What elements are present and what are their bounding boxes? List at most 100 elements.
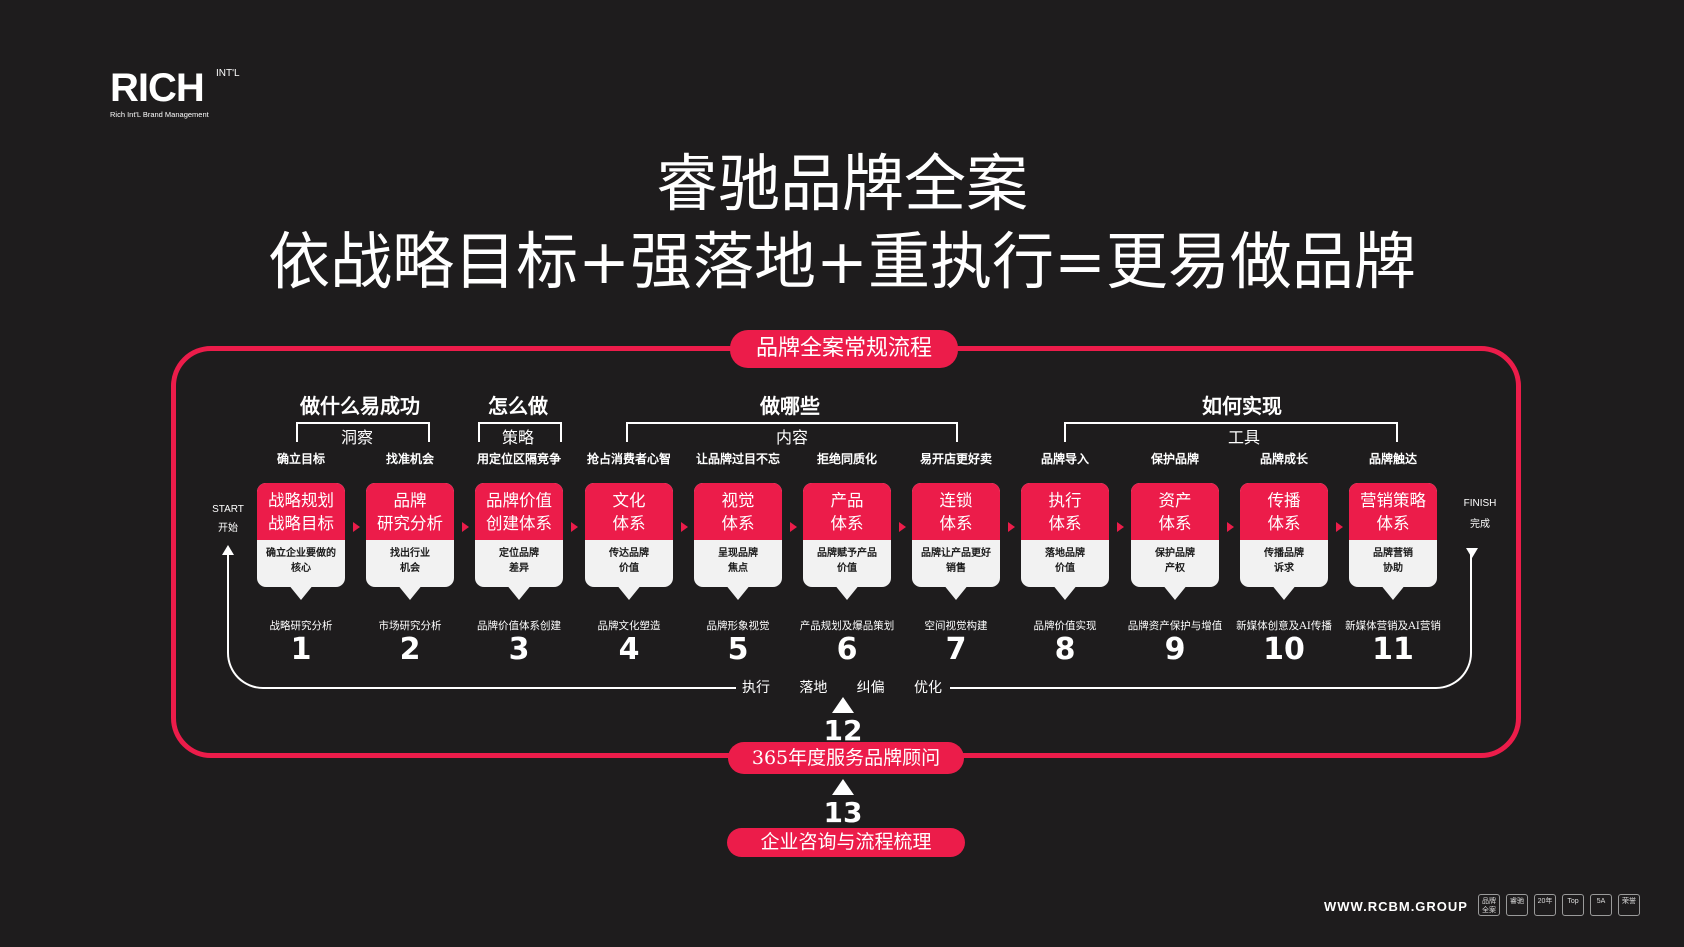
badge-top-icon: Top <box>1562 894 1584 916</box>
step-number: 4 <box>618 632 640 667</box>
step-card: 产品体系品牌赋予产品价值 <box>803 483 891 587</box>
step-desc-line-1: 定位品牌 <box>499 548 539 559</box>
step-title-line-2: 体系 <box>1048 514 1082 533</box>
step-title-line-1: 连锁 <box>939 491 973 510</box>
step-desc-line-1: 确立企业要做的 <box>266 548 336 559</box>
step-bottom-label: 产品规划及爆品策划 <box>799 620 895 632</box>
step-desc-line-2: 价值 <box>837 563 857 574</box>
loop-gap <box>736 680 950 700</box>
step-card-pointer <box>1052 584 1078 600</box>
step-number: 10 <box>1263 632 1305 667</box>
step-desc-line-2: 诉求 <box>1274 563 1294 574</box>
step-desc-line-1: 品牌营销 <box>1373 548 1413 559</box>
step-card-desc: 品牌赋予产品价值 <box>803 540 891 576</box>
step-card-desc: 传播品牌诉求 <box>1240 540 1328 576</box>
step-title-line-2: 体系 <box>721 514 755 533</box>
step-number: 8 <box>1054 632 1076 667</box>
badge-rich-icon: 睿驰 <box>1506 894 1528 916</box>
step-title-line-2: 体系 <box>1158 514 1192 533</box>
step-card-title: 资产体系 <box>1131 483 1219 540</box>
step-card-pointer <box>397 584 423 600</box>
step-arrow-icon <box>353 522 360 532</box>
category-title-1: 做什么易成功 <box>300 394 420 418</box>
step-card: 传播体系传播品牌诉求 <box>1240 483 1328 587</box>
step-top-label: 易开店更好卖 <box>919 452 992 466</box>
logo-wordmark: RICH <box>110 66 205 110</box>
step-bottom-label: 品牌价值体系创建 <box>477 620 561 632</box>
step-bottom-label: 品牌资产保护与增值 <box>1127 620 1223 632</box>
step-desc-line-2: 价值 <box>1055 563 1075 574</box>
step-card-pointer <box>834 584 860 600</box>
step-card-title: 连锁体系 <box>912 483 1000 540</box>
step-card-desc: 确立企业要做的核心 <box>257 540 345 576</box>
step-card-desc: 定位品牌差异 <box>475 540 563 576</box>
step-bottom-label: 战略研究分析 <box>269 620 333 632</box>
step-card: 连锁体系品牌让产品更好销售 <box>912 483 1000 587</box>
step-card-title: 文化体系 <box>585 483 673 540</box>
step-card-desc: 品牌营销协助 <box>1349 540 1437 576</box>
logo-subtitle: Rich Int'L Brand Management <box>110 110 209 119</box>
badge-20-years-icon: 20年 <box>1534 894 1556 916</box>
headline-line-2: 依战略目标+强落地+重执行=更易做品牌 <box>268 225 1416 298</box>
step-desc-line-2: 价值 <box>619 563 639 574</box>
category-bracket-2 <box>478 422 562 442</box>
step-top-label: 拒绝同质化 <box>816 452 877 466</box>
step-card: 视觉体系呈现品牌焦点 <box>694 483 782 587</box>
step-title-line-1: 产品 <box>830 491 864 510</box>
step-arrow-icon <box>790 522 797 532</box>
step-top-label: 抢占消费者心智 <box>586 452 671 466</box>
step12-label: 365年度服务品牌顾问 <box>728 742 964 774</box>
step-card-pointer <box>1271 584 1297 600</box>
step-desc-line-1: 品牌让产品更好 <box>921 548 991 559</box>
step-card-pointer <box>943 584 969 600</box>
step-card-title: 产品体系 <box>803 483 891 540</box>
step-desc-line-1: 传播品牌 <box>1264 548 1304 559</box>
loop-steps: 执行 落地 纠偏 优化 <box>742 677 942 697</box>
category-sub-1: 洞察 <box>331 424 384 448</box>
step-title-line-1: 品牌 <box>393 491 427 510</box>
step-top-label: 保护品牌 <box>1150 452 1199 466</box>
step-desc-line-2: 差异 <box>509 563 529 574</box>
category-title-4: 如何实现 <box>1202 394 1282 418</box>
step-card-title: 营销策略体系 <box>1349 483 1437 540</box>
loop-down-arrow-icon <box>1466 548 1478 558</box>
step-top-label: 品牌触达 <box>1368 452 1417 466</box>
step-title-line-2: 体系 <box>939 514 973 533</box>
step-title-line-1: 执行 <box>1048 491 1082 510</box>
step13-up-arrow-icon <box>832 779 854 795</box>
step-title-line-2: 研究分析 <box>377 514 443 533</box>
start-label-cn: 开始 <box>218 523 238 534</box>
step-title-line-1: 传播 <box>1267 491 1301 510</box>
footer-url: WWW.RCBM.GROUP <box>1324 899 1468 914</box>
step13-label: 企业咨询与流程梳理 <box>727 828 965 857</box>
start-label: START 开始 <box>208 504 248 534</box>
badge-5a-icon: 5A <box>1590 894 1612 916</box>
step-card-title: 视觉体系 <box>694 483 782 540</box>
step-title-line-2: 战略目标 <box>268 514 334 533</box>
step-arrow-icon <box>1227 522 1234 532</box>
step-card-desc: 保护品牌产权 <box>1131 540 1219 576</box>
step-title-line-1: 视觉 <box>721 491 755 510</box>
step-title-line-1: 品牌价值 <box>486 491 552 510</box>
step-card-desc: 落地品牌价值 <box>1021 540 1109 576</box>
badge-brand-icon: 品牌全案 <box>1478 894 1500 916</box>
step-card: 营销策略体系品牌营销协助 <box>1349 483 1437 587</box>
step-card-pointer <box>288 584 314 600</box>
step-card: 品牌价值创建体系定位品牌差异 <box>475 483 563 587</box>
loop-up-arrow-icon <box>222 545 234 555</box>
step-bottom-label: 品牌形象视觉 <box>706 620 770 632</box>
category-bracket-4 <box>1064 422 1398 442</box>
step12-up-arrow-icon <box>832 697 854 713</box>
step-arrow-icon <box>1336 522 1343 532</box>
step-number: 11 <box>1372 632 1414 667</box>
step-bottom-label: 品牌文化塑造 <box>597 620 661 632</box>
category-title-2: 怎么做 <box>488 394 548 418</box>
step-card: 执行体系落地品牌价值 <box>1021 483 1109 587</box>
step-top-label: 让品牌过目不忘 <box>695 452 780 466</box>
step-top-label: 确立目标 <box>276 452 325 466</box>
loop-step-optimize: 优化 <box>913 680 942 696</box>
finish-label-cn: 完成 <box>1470 519 1490 530</box>
loop-step-land: 落地 <box>799 680 828 696</box>
step-desc-line-2: 机会 <box>400 563 420 574</box>
